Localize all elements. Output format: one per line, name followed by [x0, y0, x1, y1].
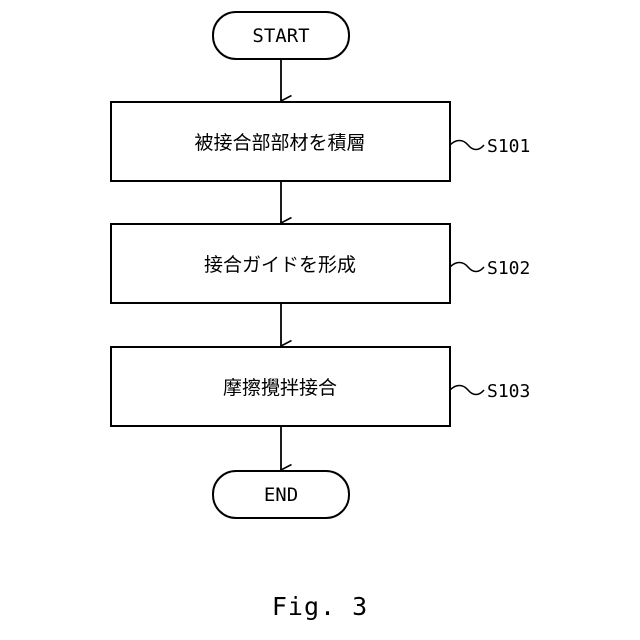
- step-label-s101: S101: [487, 136, 530, 157]
- step-text-s103: 摩擦攪拌接合: [223, 377, 337, 399]
- step-text-s101: 被接合部部材を積層: [194, 132, 365, 154]
- leader-s103: [450, 386, 484, 395]
- start-label: START: [252, 25, 309, 47]
- step-label-s103: S103: [487, 381, 530, 402]
- process-step-s102: 接合ガイドを形成: [111, 224, 450, 303]
- process-step-s101: 被接合部部材を積層: [111, 102, 450, 181]
- end-terminal: END: [213, 471, 349, 518]
- leader-s102: [450, 263, 484, 272]
- process-step-s103: 摩擦攪拌接合: [111, 347, 450, 426]
- step-text-s102: 接合ガイドを形成: [204, 254, 356, 276]
- leader-s101: [450, 141, 484, 150]
- step-label-s102: S102: [487, 258, 530, 279]
- start-terminal: START: [213, 12, 349, 59]
- figure-caption: Fig. 3: [0, 592, 640, 621]
- end-label: END: [264, 484, 298, 506]
